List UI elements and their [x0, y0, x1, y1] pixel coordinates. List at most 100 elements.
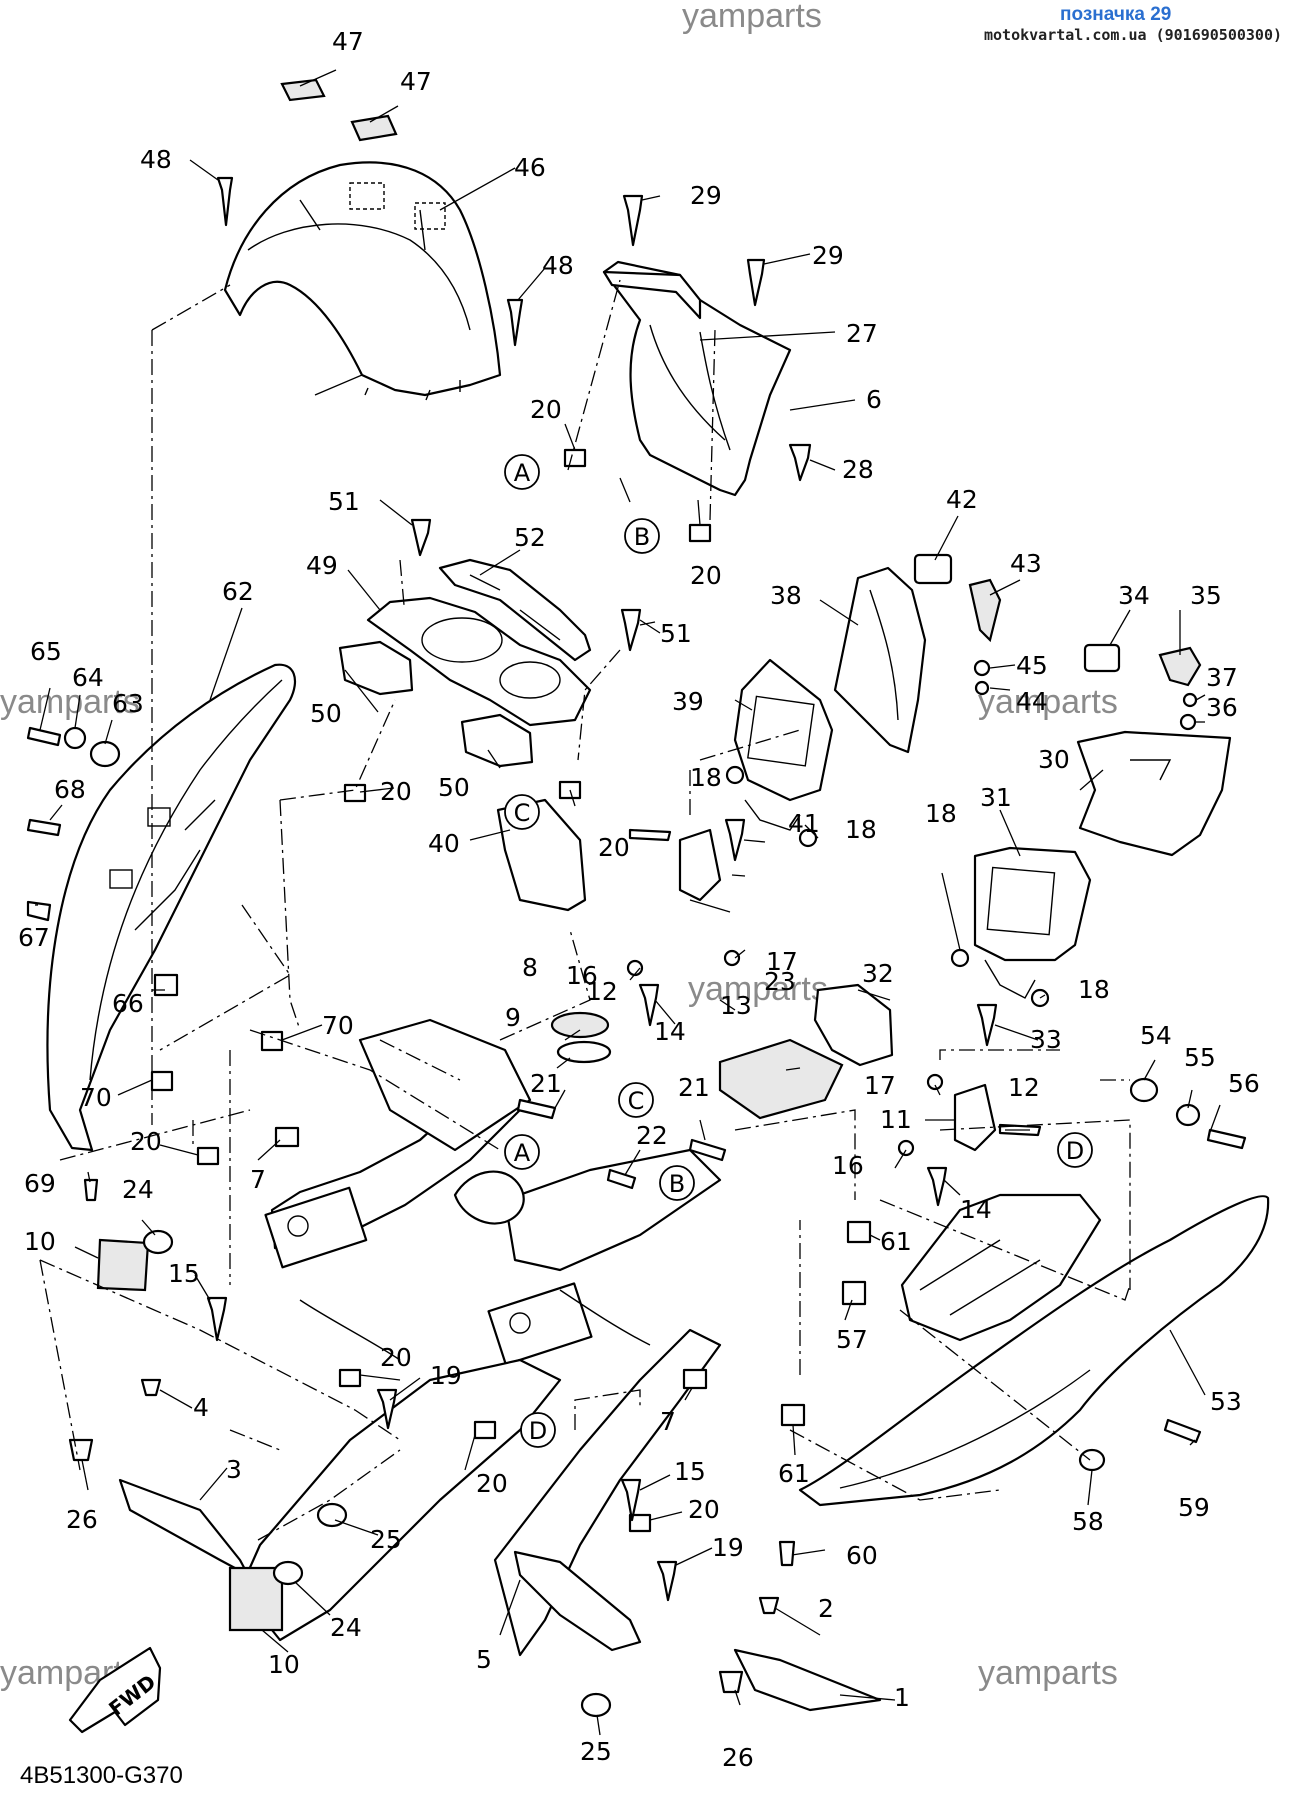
part-left-side-cover	[46, 663, 297, 1152]
part-9	[556, 1040, 612, 1064]
watermark: yamparts	[688, 970, 828, 1008]
svg-text:D: D	[1066, 1137, 1084, 1165]
callout-45: 45	[1016, 651, 1048, 680]
watermark: yamparts	[0, 683, 140, 721]
ref-circle-b: B	[659, 1165, 695, 1201]
callout-20: 20	[380, 777, 412, 806]
callout-29: 29	[690, 181, 722, 210]
callout-25: 25	[370, 1525, 402, 1554]
callout-57: 57	[836, 1325, 868, 1354]
callout-20: 20	[130, 1127, 162, 1156]
diagram-badge: позначка 29	[1060, 4, 1172, 25]
callout-18: 18	[1078, 975, 1110, 1004]
callout-38: 38	[770, 581, 802, 610]
ref-circle-b: B	[624, 518, 660, 554]
callout-48: 48	[542, 251, 574, 280]
callout-54: 54	[1140, 1021, 1172, 1050]
part-center-frame	[238, 1018, 722, 1657]
source-site: motokvartal.com.ua (901690500300)	[984, 26, 1283, 44]
callout-25: 25	[580, 1737, 612, 1766]
callout-59: 59	[1178, 1493, 1210, 1522]
callout-18: 18	[925, 799, 957, 828]
callout-32: 32	[862, 959, 894, 988]
callout-37: 37	[1206, 663, 1238, 692]
fasteners	[26, 176, 1247, 1718]
callout-13: 13	[720, 991, 752, 1020]
part-1	[733, 1648, 882, 1712]
ref-circle-d: D	[1057, 1132, 1093, 1168]
callout-56: 56	[1228, 1069, 1260, 1098]
ref-circle-a: A	[504, 1134, 540, 1170]
callout-10: 10	[24, 1227, 56, 1256]
diagram-code: 4B51300-G370	[20, 1762, 183, 1789]
callout-64: 64	[72, 663, 104, 692]
callout-8: 8	[522, 953, 538, 982]
part-pads-50	[338, 640, 534, 768]
callout-68: 68	[54, 775, 86, 804]
callout-20: 20	[530, 395, 562, 424]
callout-33: 33	[1030, 1025, 1062, 1054]
callout-4: 4	[193, 1393, 209, 1422]
part-8	[550, 1011, 610, 1039]
callout-34: 34	[1118, 581, 1150, 610]
svg-text:B: B	[634, 523, 650, 551]
callout-17: 17	[766, 947, 798, 976]
svg-text:A: A	[514, 1139, 531, 1167]
part-inner-cover-38	[833, 566, 927, 754]
ref-circle-c: C	[504, 794, 540, 830]
callout-24: 24	[330, 1613, 362, 1642]
callout-15: 15	[674, 1457, 706, 1486]
callout-61: 61	[778, 1459, 810, 1488]
callout-11: 11	[880, 1105, 912, 1134]
callout-20: 20	[380, 1343, 412, 1372]
callout-58: 58	[1072, 1507, 1104, 1536]
callout-7: 7	[660, 1407, 676, 1436]
callout-10: 10	[268, 1650, 300, 1679]
callout-52: 52	[514, 523, 546, 552]
part-inner-cover-30	[1076, 730, 1232, 857]
callout-7: 7	[250, 1165, 266, 1194]
ref-circle-d: D	[520, 1412, 556, 1448]
callout-67: 67	[18, 923, 50, 952]
callout-12: 12	[586, 977, 618, 1006]
callout-26: 26	[66, 1505, 98, 1534]
callout-36: 36	[1206, 693, 1238, 722]
callout-21: 21	[678, 1073, 710, 1102]
callout-29: 29	[812, 241, 844, 270]
callout-20: 20	[690, 561, 722, 590]
svg-text:C: C	[514, 799, 531, 827]
callout-18: 18	[845, 815, 877, 844]
callout-62: 62	[222, 577, 254, 606]
part-grille-23	[718, 1038, 844, 1120]
part-upper-cowl	[223, 161, 502, 401]
svg-text:B: B	[669, 1170, 685, 1198]
part-frame-31	[973, 846, 1092, 999]
callout-17: 17	[864, 1071, 896, 1100]
callout-20: 20	[598, 833, 630, 862]
part-10	[228, 1566, 284, 1632]
leader-lines	[35, 69, 1221, 1736]
callout-31: 31	[980, 783, 1012, 812]
callout-39: 39	[672, 687, 704, 716]
callout-46: 46	[514, 153, 546, 182]
callout-12: 12	[1008, 1073, 1040, 1102]
callout-16: 16	[832, 1151, 864, 1180]
part-inner-panel	[602, 260, 792, 497]
watermark: yamparts	[978, 1654, 1118, 1692]
part-10	[96, 1238, 150, 1292]
callout-21: 21	[530, 1069, 562, 1098]
part-right-side-cover	[798, 1193, 1270, 1507]
callout-1: 1	[894, 1683, 910, 1712]
part-pads-47	[280, 78, 398, 142]
callout-50: 50	[438, 773, 470, 802]
callout-61: 61	[880, 1227, 912, 1256]
part-meter-bezel	[438, 558, 592, 662]
callout-5: 5	[476, 1645, 492, 1674]
callout-19: 19	[712, 1533, 744, 1562]
callout-70: 70	[322, 1011, 354, 1040]
callout-26: 26	[722, 1743, 754, 1772]
callout-22: 22	[636, 1121, 668, 1150]
callouts: 1 2 3 4 5 6 7 7 8 9 10 10 11 12 12 13 14…	[18, 27, 1260, 1772]
callout-20: 20	[476, 1469, 508, 1498]
